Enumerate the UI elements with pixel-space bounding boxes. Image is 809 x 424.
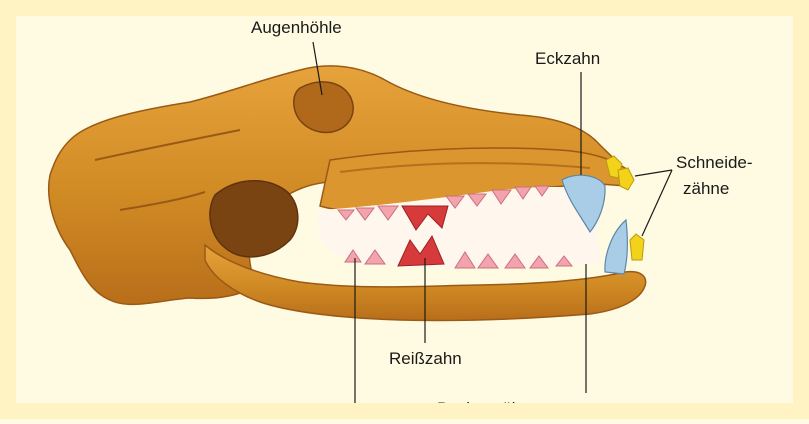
page-frame xyxy=(0,0,809,419)
